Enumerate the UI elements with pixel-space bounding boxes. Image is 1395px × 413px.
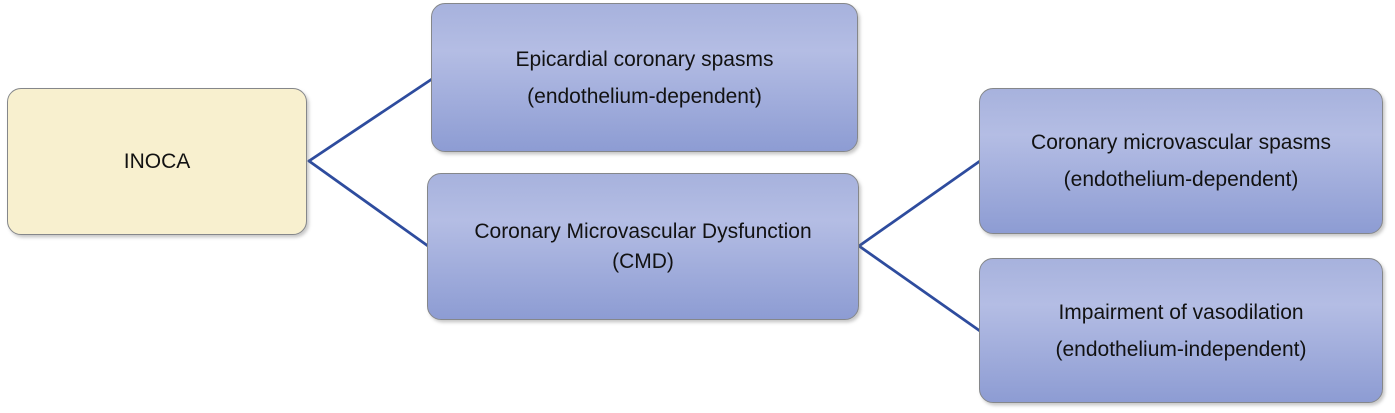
node-epicardial-spasms-line1: Epicardial coronary spasms (515, 47, 774, 71)
edge-cmd-microvascular (857, 159, 982, 248)
node-impaired-vasodilation: Impairment of vasodilation (endothelium-… (979, 258, 1383, 403)
node-cmd-line2: (CMD) (612, 249, 674, 273)
node-inoca-label: INOCA (123, 150, 191, 173)
node-cmd: Coronary Microvascular Dysfunction (CMD) (427, 173, 859, 320)
node-epicardial-spasms: Epicardial coronary spasms (endothelium-… (431, 3, 858, 152)
node-epicardial-spasms-line2: (endothelium-dependent) (527, 84, 762, 108)
edge-inoca-epicardial (307, 77, 434, 163)
edge-cmd-vasodilation (857, 244, 982, 333)
edge-inoca-cmd (307, 159, 430, 248)
node-microvascular-spasms-line1: Coronary microvascular spasms (1031, 131, 1331, 154)
node-inoca: INOCA (7, 88, 307, 235)
node-microvascular-spasms-line2: (endothelium-dependent) (1063, 168, 1299, 191)
node-impaired-vasodilation-line1: Impairment of vasodilation (1058, 300, 1304, 324)
node-cmd-line1: Coronary Microvascular Dysfunction (474, 219, 812, 243)
node-microvascular-spasms: Coronary microvascular spasms (endotheli… (979, 88, 1383, 234)
node-impaired-vasodilation-line2: (endothelium-independent) (1055, 337, 1307, 361)
